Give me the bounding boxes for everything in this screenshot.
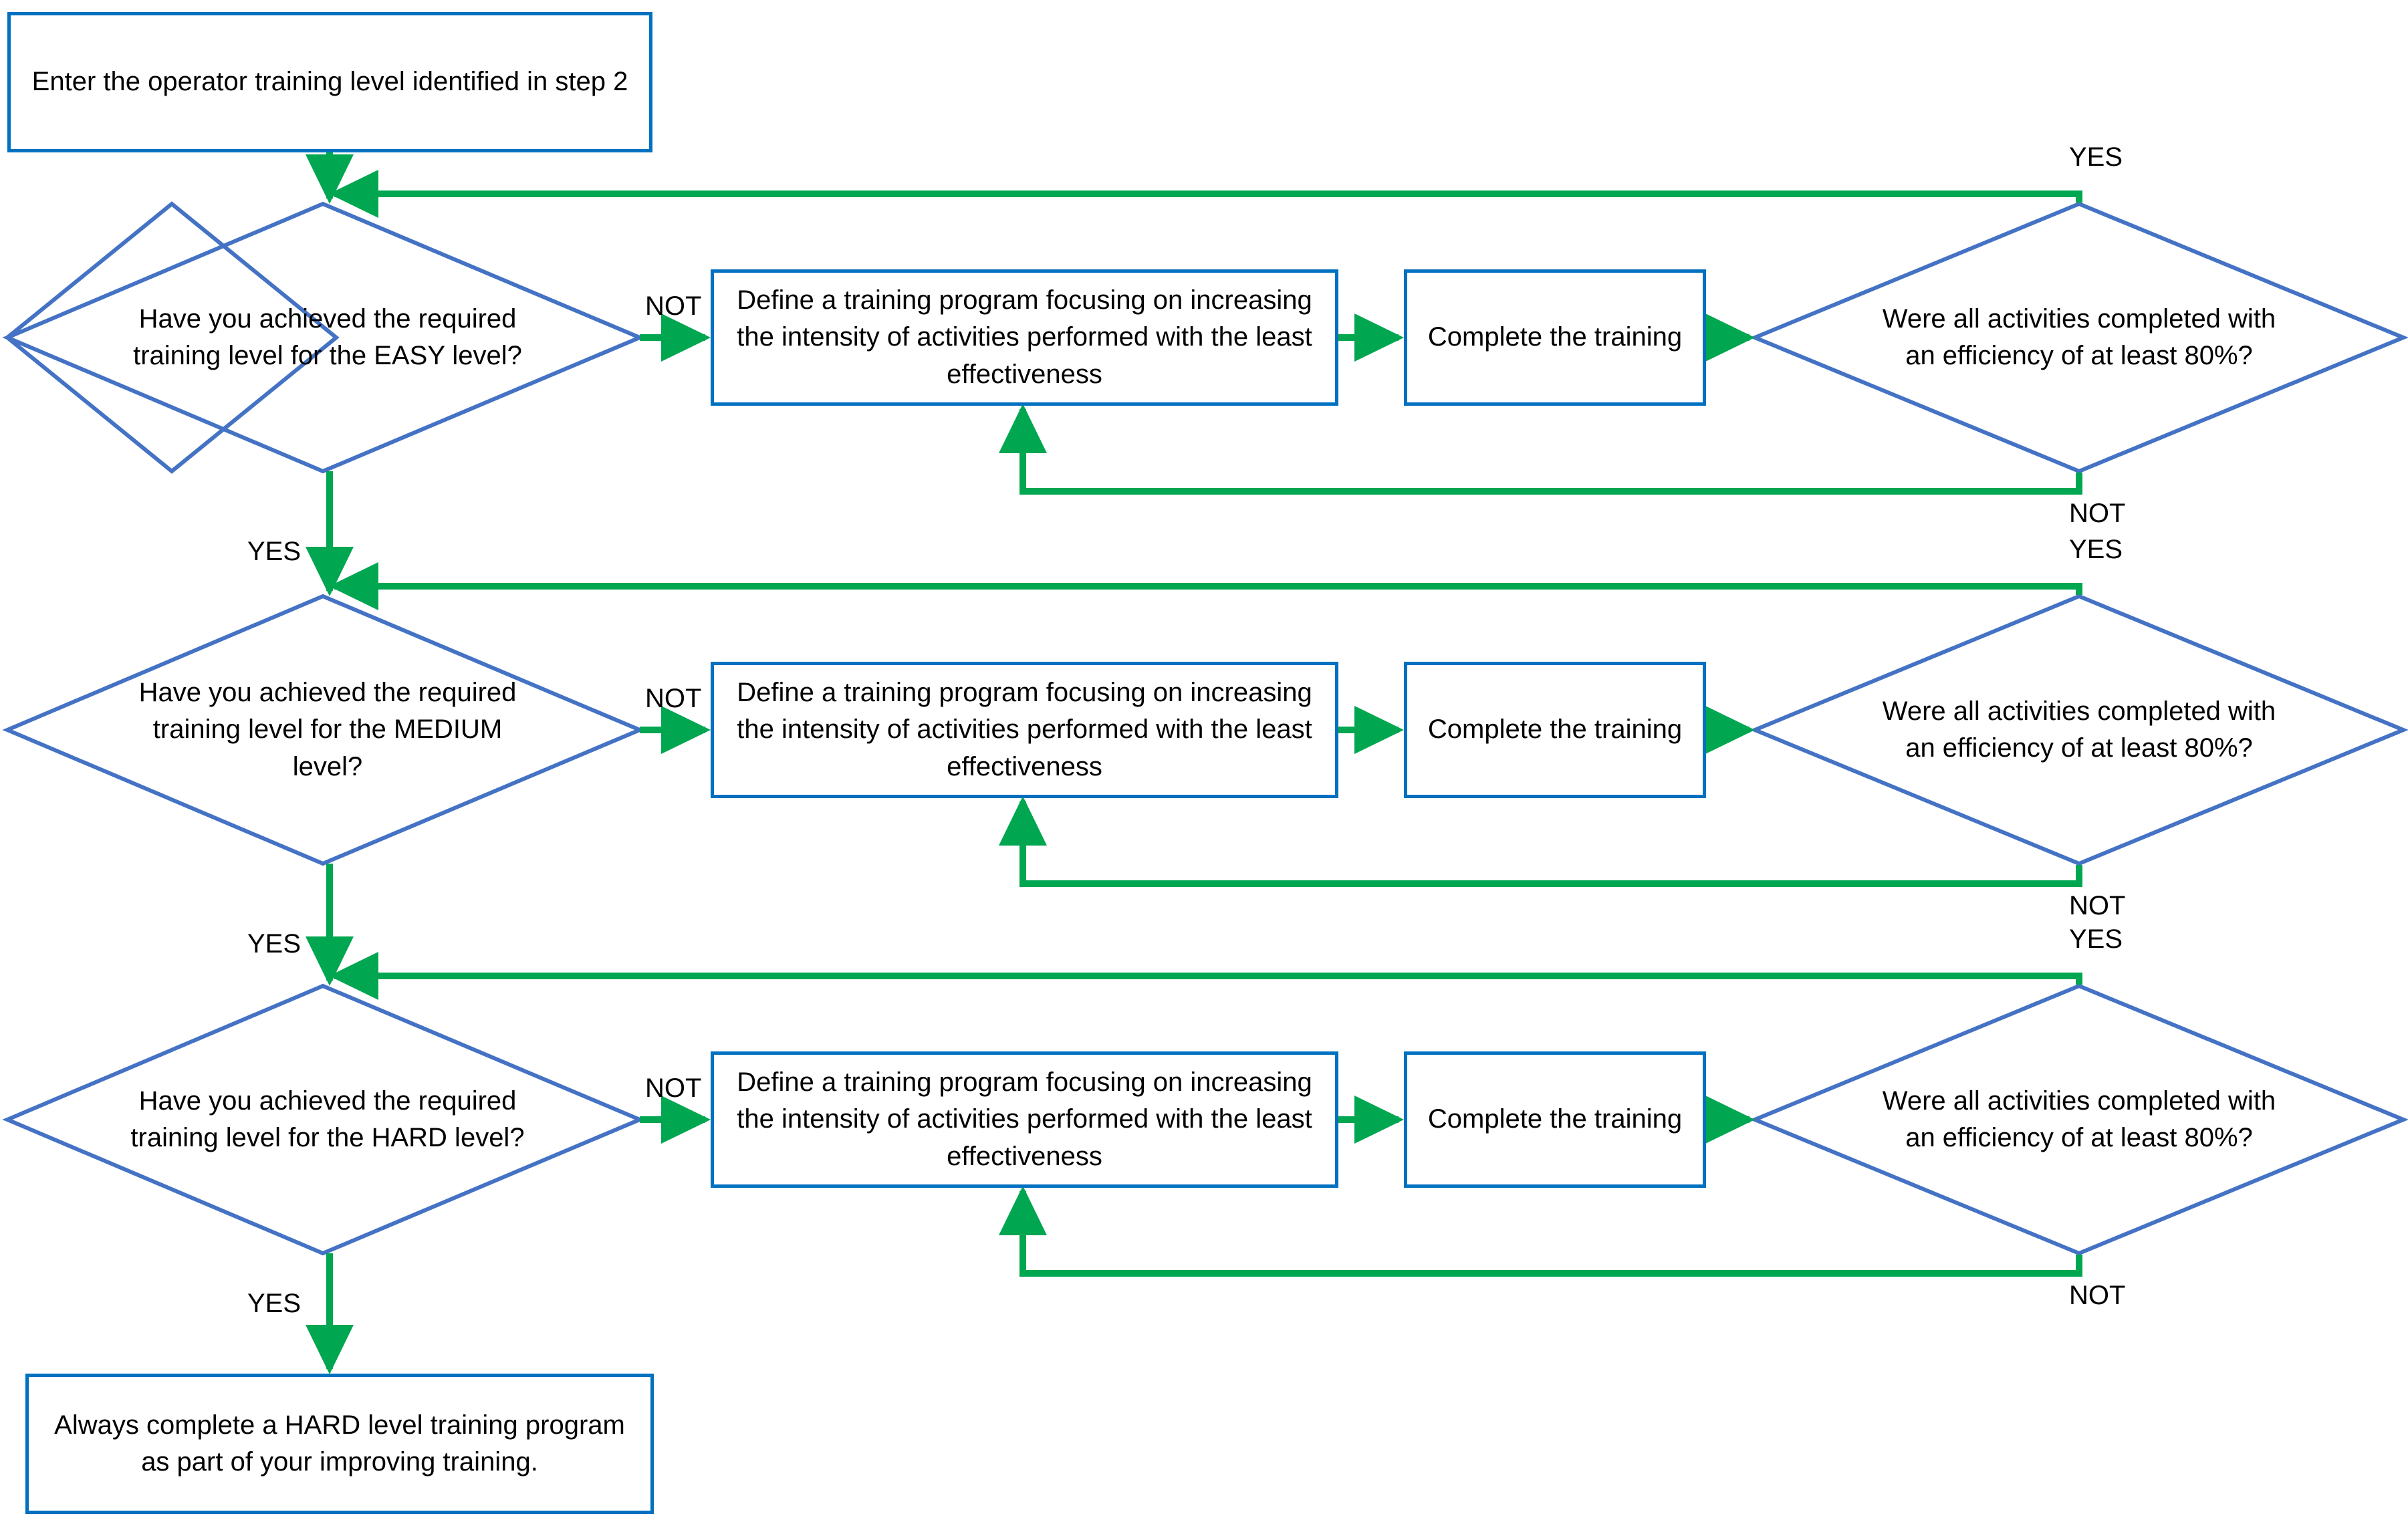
edge-label-hard-yes: YES [247, 1289, 302, 1318]
connector-paths [306, 152, 2082, 1375]
edge-label-hard-not: NOT [645, 1073, 702, 1103]
process-node-end-label: Always complete a HARD level training pr… [54, 1410, 625, 1477]
edge-label-easy-check-not: NOT [2069, 499, 2126, 528]
process-node-easy-define[interactable]: Define a training program focusing on in… [711, 269, 1338, 406]
process-node-hard-complete-label: Complete the training [1427, 1104, 1683, 1134]
edge-label-medium-check-not: NOT [2069, 891, 2126, 920]
edge-label-medium-not: NOT [645, 684, 702, 713]
process-node-hard-define-label: Define a training program focusing on in… [737, 1067, 1312, 1171]
process-node-hard-complete[interactable]: Complete the training [1404, 1051, 1706, 1188]
process-node-start-label: Enter the operator training level identi… [31, 67, 628, 97]
edge-label-easy-check-yes: YES [2069, 142, 2123, 172]
process-node-easy-define-label: Define a training program focusing on in… [737, 285, 1312, 389]
process-node-medium-complete[interactable]: Complete the training [1404, 662, 1706, 798]
connector-hard-check-yes [328, 952, 2082, 1000]
process-node-hard-define[interactable]: Define a training program focusing on in… [711, 1051, 1338, 1188]
process-node-medium-complete-label: Complete the training [1427, 715, 1683, 745]
connector-easy-check-yes [328, 170, 2082, 218]
edge-label-medium-yes: YES [247, 929, 302, 959]
connector-medium-check-yes [328, 562, 2082, 610]
decision-shape-easy-check [1750, 201, 2408, 474]
process-node-medium-define[interactable]: Define a training program focusing on in… [711, 662, 1338, 798]
edge-label-medium-check-yes: YES [2069, 535, 2123, 564]
connector-easy-check-not-loop [999, 403, 2082, 495]
connector-medium-check-not-loop [999, 795, 2082, 887]
decision-shape-medium [2, 594, 645, 866]
decision-shape-hard-check [1750, 983, 2408, 1256]
process-node-easy-complete-label: Complete the training [1427, 322, 1683, 352]
decision-shape-hard [2, 983, 645, 1256]
decision-shape-medium-check [1750, 594, 2408, 866]
process-node-start[interactable]: Enter the operator training level identi… [7, 12, 652, 152]
decision-shape-easy [4, 201, 340, 474]
edge-label-hard-check-yes: YES [2069, 924, 2123, 954]
process-node-end[interactable]: Always complete a HARD level training pr… [25, 1374, 654, 1514]
process-node-medium-define-label: Define a training program focusing on in… [737, 678, 1312, 781]
process-node-easy-complete[interactable]: Complete the training [1404, 269, 1706, 406]
edge-label-easy-yes: YES [247, 537, 302, 566]
edge-label-easy-not: NOT [645, 291, 702, 321]
connector-hard-check-not-loop [999, 1185, 2082, 1277]
edge-label-hard-check-not: NOT [2069, 1281, 2126, 1310]
